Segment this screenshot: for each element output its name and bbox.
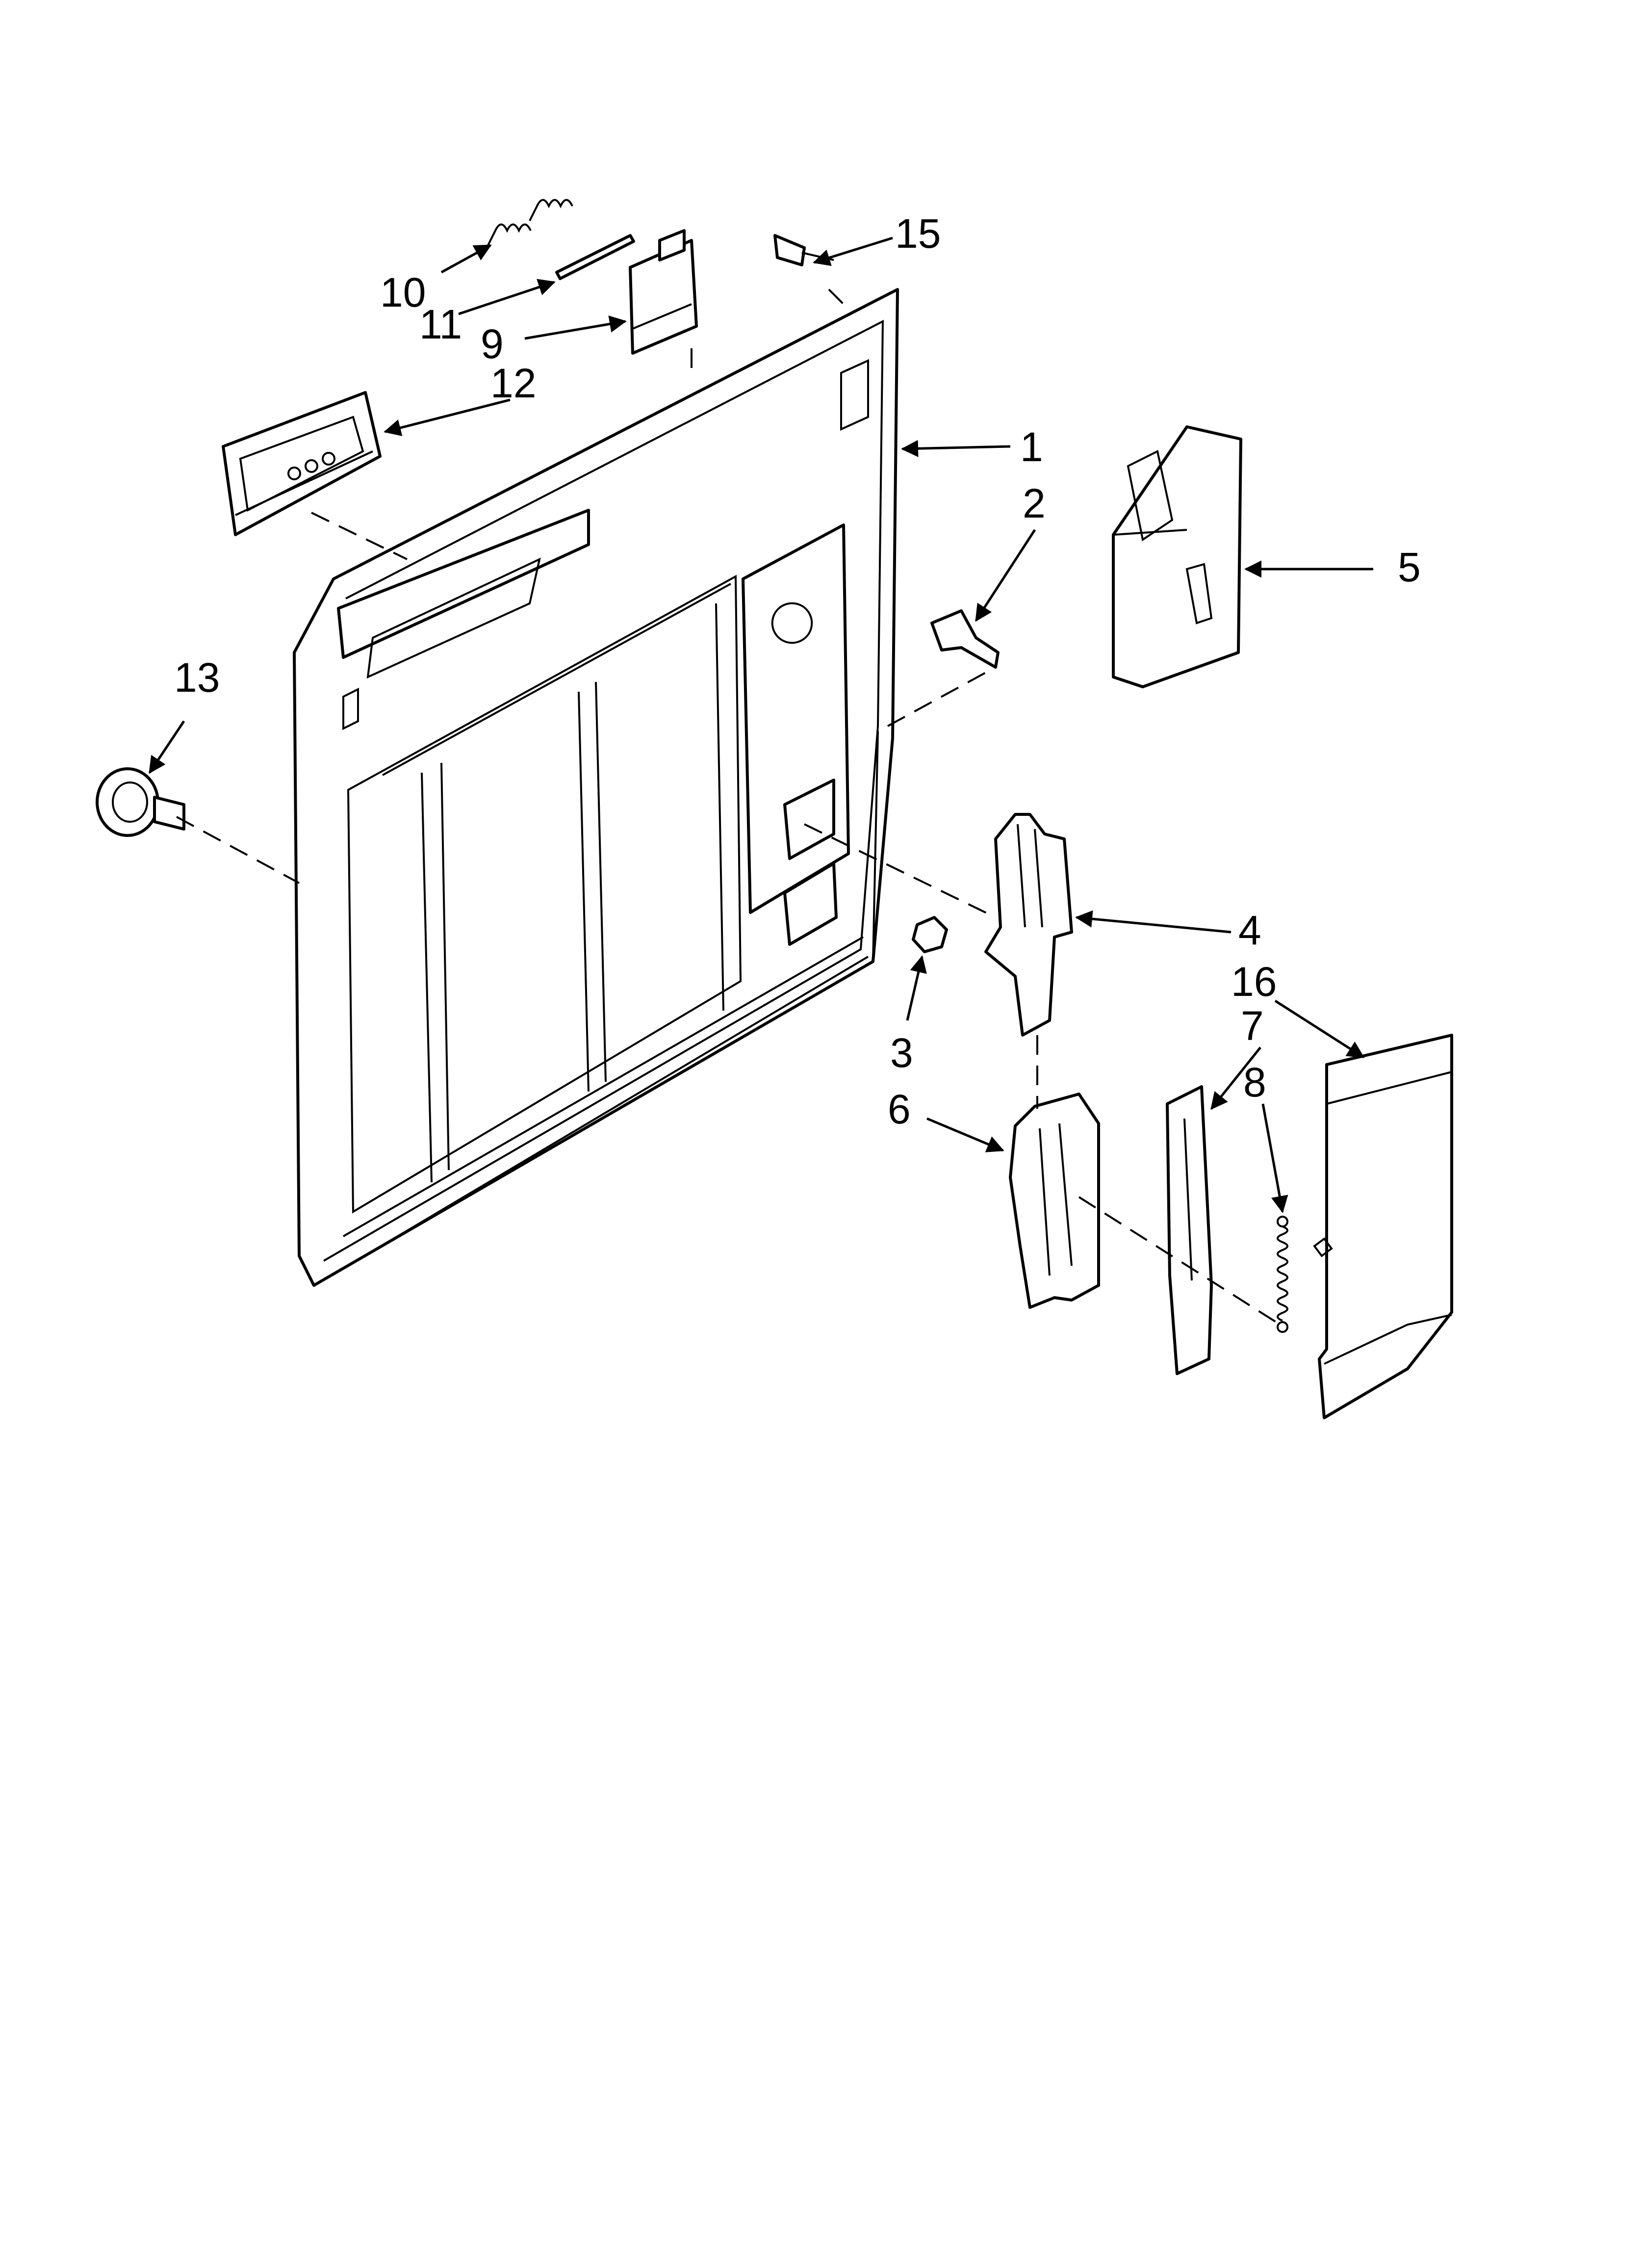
leader-3 — [906, 955, 927, 1021]
leader-7 — [1210, 1046, 1261, 1110]
callout-11: 11 — [419, 301, 462, 347]
callout-4: 4 — [1238, 907, 1261, 953]
leader-arrows — [148, 236, 1373, 1213]
part-6-bracket — [1009, 1093, 1100, 1309]
callout-13: 13 — [174, 654, 220, 701]
part-16-side-panel — [1313, 1034, 1453, 1419]
callout-6: 6 — [888, 1086, 911, 1132]
callout-12: 12 — [490, 360, 536, 406]
leader-9 — [524, 315, 627, 340]
leader-16 — [1274, 999, 1365, 1059]
callout-7: 7 — [1241, 1003, 1264, 1049]
leader-4 — [1075, 910, 1232, 934]
leader-1 — [901, 440, 1011, 457]
leader-8 — [1261, 1103, 1288, 1213]
callout-16: 16 — [1231, 959, 1277, 1005]
leader-2 — [975, 529, 1036, 622]
callouts: 1 2 3 4 5 6 7 8 9 10 11 12 13 15 16 — [174, 210, 1421, 1132]
leader-12 — [384, 398, 511, 437]
part-12-handle — [222, 391, 382, 536]
part-10-springs — [487, 199, 573, 246]
leader-15 — [813, 236, 893, 266]
callout-10: 10 — [380, 269, 426, 315]
part-3-nut — [912, 916, 948, 953]
callout-8: 8 — [1243, 1059, 1266, 1105]
part-8-spring — [1277, 1216, 1288, 1333]
part-5-latch-housing — [1112, 425, 1242, 688]
callout-9: 9 — [481, 321, 504, 367]
leader-10 — [440, 244, 492, 274]
leader-13 — [148, 720, 185, 774]
part-4-latch — [984, 813, 1073, 1037]
callout-2: 2 — [1023, 480, 1046, 526]
part-9-cover — [629, 229, 698, 355]
leader-11 — [458, 279, 556, 315]
part-15-screw — [773, 234, 834, 266]
part-11-pin — [555, 234, 635, 280]
callout-1: 1 — [1020, 424, 1043, 470]
assembly-lines — [176, 288, 1281, 1326]
callout-5: 5 — [1398, 544, 1421, 590]
part-13-knob — [96, 767, 185, 837]
leader-6 — [926, 1117, 1004, 1152]
callout-3: 3 — [890, 1030, 913, 1076]
part-1-door-panel — [293, 288, 899, 1287]
part-2-lever — [930, 609, 1000, 669]
callout-15: 15 — [895, 210, 941, 257]
part-7-slide — [1166, 1085, 1213, 1375]
